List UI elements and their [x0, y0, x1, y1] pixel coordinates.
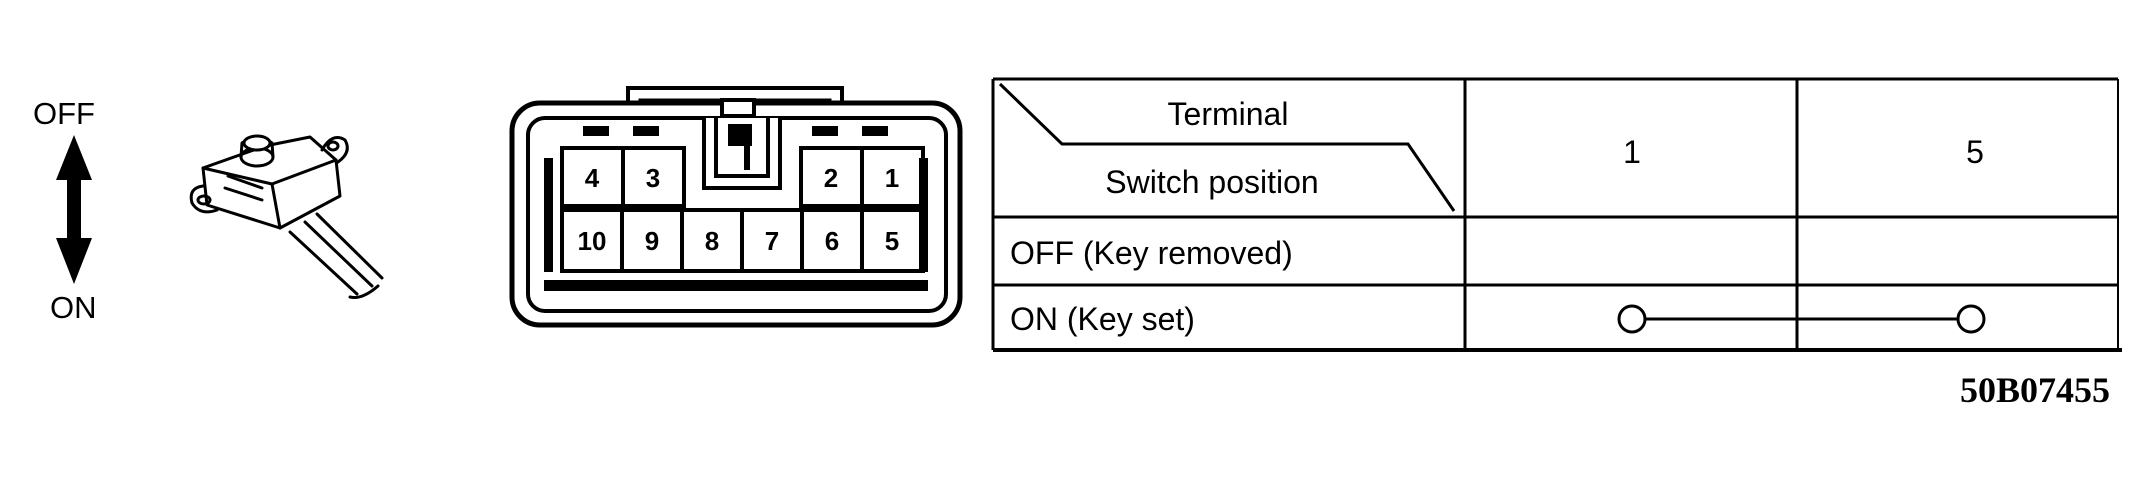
connector-pin-numbers: 4 3 2 1 10 9 8 7 6 5 — [578, 163, 900, 256]
pin-label: 9 — [645, 226, 659, 256]
double-arrow-icon — [56, 135, 92, 284]
pin-label: 8 — [705, 226, 719, 256]
pin-label: 1 — [885, 163, 899, 193]
pin-label: 2 — [824, 163, 838, 193]
row-label-off: OFF (Key removed) — [1010, 235, 1293, 271]
continuity-terminal-circle — [1956, 304, 1986, 334]
pin-label: 5 — [885, 226, 899, 256]
pin-label: 3 — [646, 163, 660, 193]
on-label: ON — [50, 290, 97, 325]
row-label-on: ON (Key set) — [1010, 301, 1195, 337]
off-label: OFF — [33, 96, 95, 131]
figure-code: 50B07455 — [1960, 370, 2110, 410]
continuity-connection — [1617, 304, 1986, 334]
terminal-column-header: 1 — [1623, 134, 1641, 170]
continuity-table: Terminal Switch position 1 5 OFF (Key re… — [991, 77, 2122, 352]
continuity-terminal-circle — [1617, 304, 1647, 334]
key-switch-illustration-icon — [189, 134, 384, 299]
header-terminal: Terminal — [1168, 96, 1289, 132]
pin-label: 4 — [585, 163, 600, 193]
pin-label: 6 — [825, 226, 839, 256]
header-switch-position: Switch position — [1105, 164, 1318, 200]
pin-label: 10 — [578, 226, 607, 256]
switch-position-indicator: OFF ON — [33, 96, 97, 325]
connector-face — [509, 86, 963, 328]
pin-label: 7 — [765, 226, 779, 256]
terminal-column-header: 5 — [1966, 134, 1984, 170]
